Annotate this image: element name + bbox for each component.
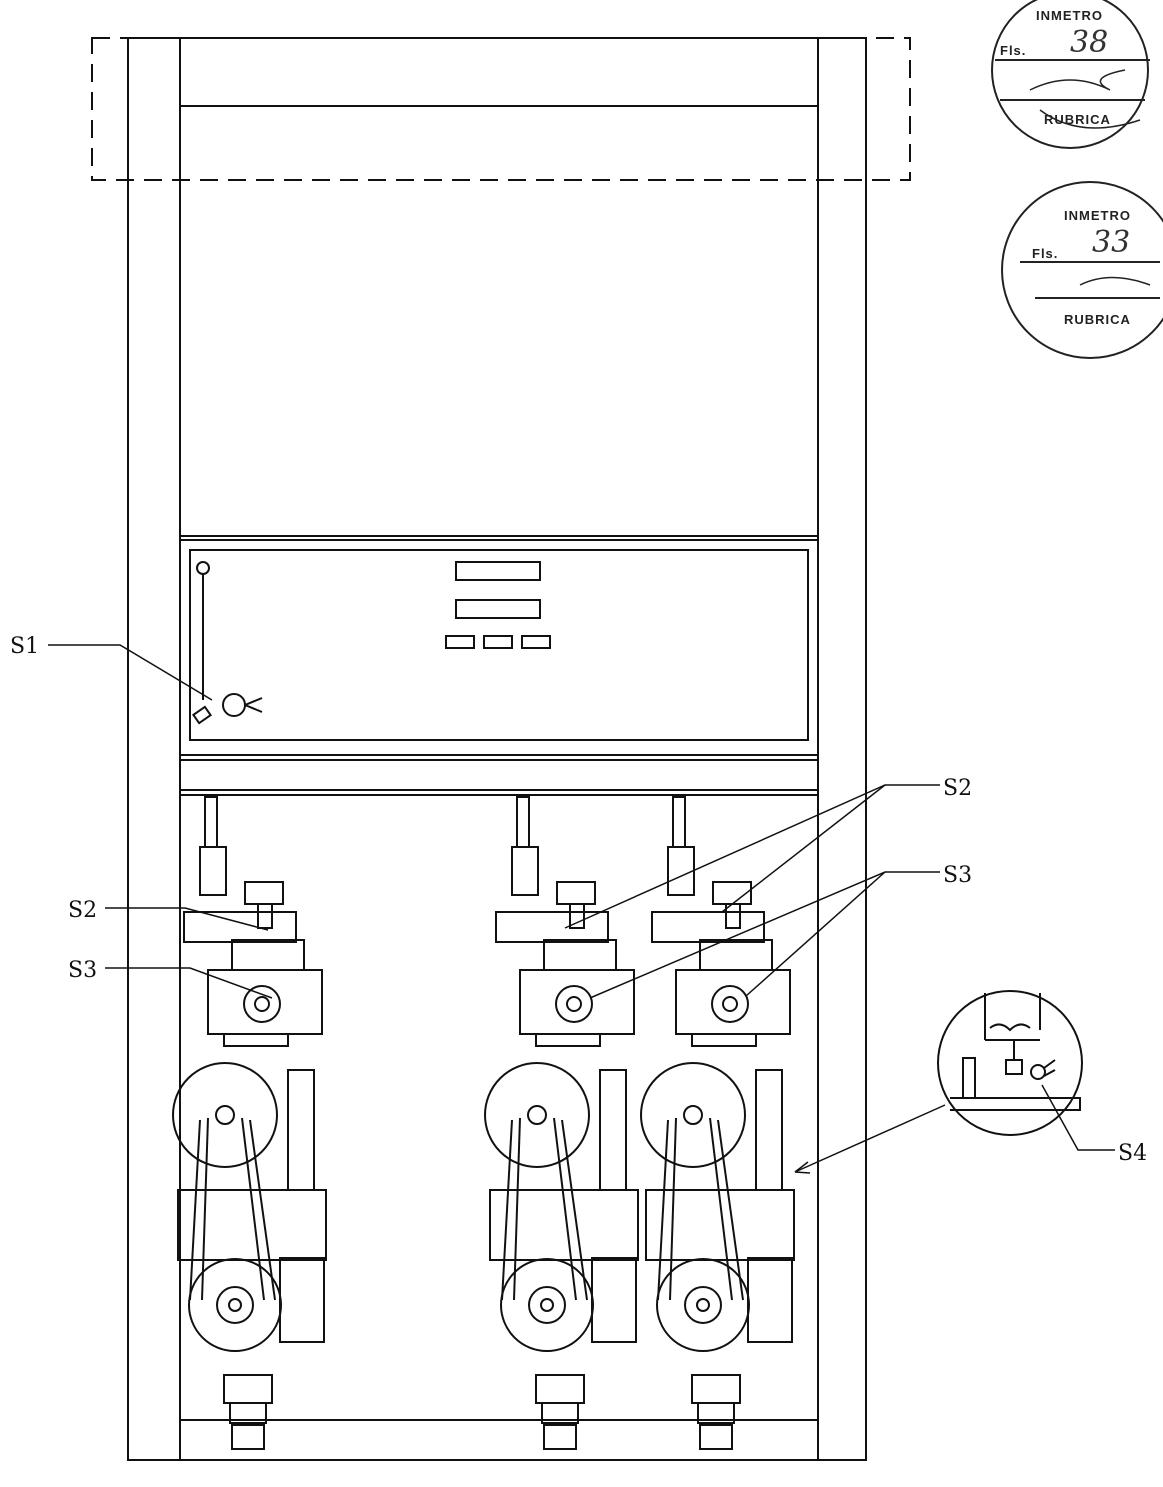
label-s3-right: S3	[943, 863, 972, 888]
nozzle	[192, 705, 212, 725]
pump-unit-left	[172, 796, 327, 1450]
label-s4: S4	[1118, 1141, 1147, 1166]
stamp-top-folio-value: 38	[1070, 25, 1108, 60]
leader-s4	[1041, 1084, 1115, 1151]
seal-s3	[555, 985, 593, 1023]
seal-s3	[711, 985, 749, 1023]
label-s1: S1	[10, 634, 39, 659]
stamp-top: INMETRO Fls. 38 RUBRICA	[991, 0, 1150, 149]
motor-housing	[645, 1189, 795, 1261]
leader-s2-left	[105, 907, 269, 931]
pump-unit-right	[640, 796, 795, 1450]
seal-s2	[244, 881, 284, 905]
stamp-bottom-header: INMETRO	[1064, 208, 1131, 223]
label-s3-left: S3	[68, 958, 97, 983]
pump-unit-middle	[484, 796, 639, 1450]
label-s2-right: S2	[943, 776, 972, 801]
nozzle-hook	[196, 561, 210, 575]
panel-key-1	[445, 635, 475, 649]
leader-s2-right-a	[564, 784, 940, 929]
seal-s3	[243, 985, 281, 1023]
lower-pulley	[656, 1258, 750, 1352]
housing-frame	[127, 37, 867, 1461]
panel-key-3	[521, 635, 551, 649]
leader-s3-right-b	[745, 871, 886, 997]
stamp-bottom-folio-label: Fls.	[1032, 246, 1058, 261]
label-s2-left: S2	[68, 898, 97, 923]
detail-view-s4	[937, 990, 1083, 1136]
display-window-2	[455, 599, 541, 619]
panel-key-2	[483, 635, 513, 649]
upper-pulley	[172, 1062, 278, 1168]
stamp-top-footer: RUBRICA	[1044, 112, 1111, 127]
display-window-1	[455, 561, 541, 581]
seal-s1	[222, 693, 246, 717]
detail-pointer	[794, 1104, 946, 1173]
lower-pulley	[188, 1258, 282, 1352]
lower-pulley	[500, 1258, 594, 1352]
upper-pulley	[484, 1062, 590, 1168]
leader-s3-left	[105, 967, 273, 999]
display-panel	[179, 539, 819, 796]
leader-lines	[48, 644, 1115, 1174]
upper-pulley	[640, 1062, 746, 1168]
leader-s2-right-b	[721, 784, 886, 913]
motor-housing	[489, 1189, 639, 1261]
canopy-outline	[91, 37, 911, 181]
stamp-bottom-footer: RUBRICA	[1064, 312, 1131, 327]
leader-s1	[48, 644, 213, 701]
stamp-top-header: INMETRO	[1036, 8, 1103, 23]
motor-housing	[177, 1189, 327, 1261]
stamp-top-folio-label: Fls.	[1000, 43, 1026, 58]
seal-s2	[556, 881, 596, 905]
stamp-bottom-folio-value: 33	[1092, 225, 1130, 260]
stamp-bottom: INMETRO Fls. 33 RUBRICA	[1001, 181, 1163, 359]
